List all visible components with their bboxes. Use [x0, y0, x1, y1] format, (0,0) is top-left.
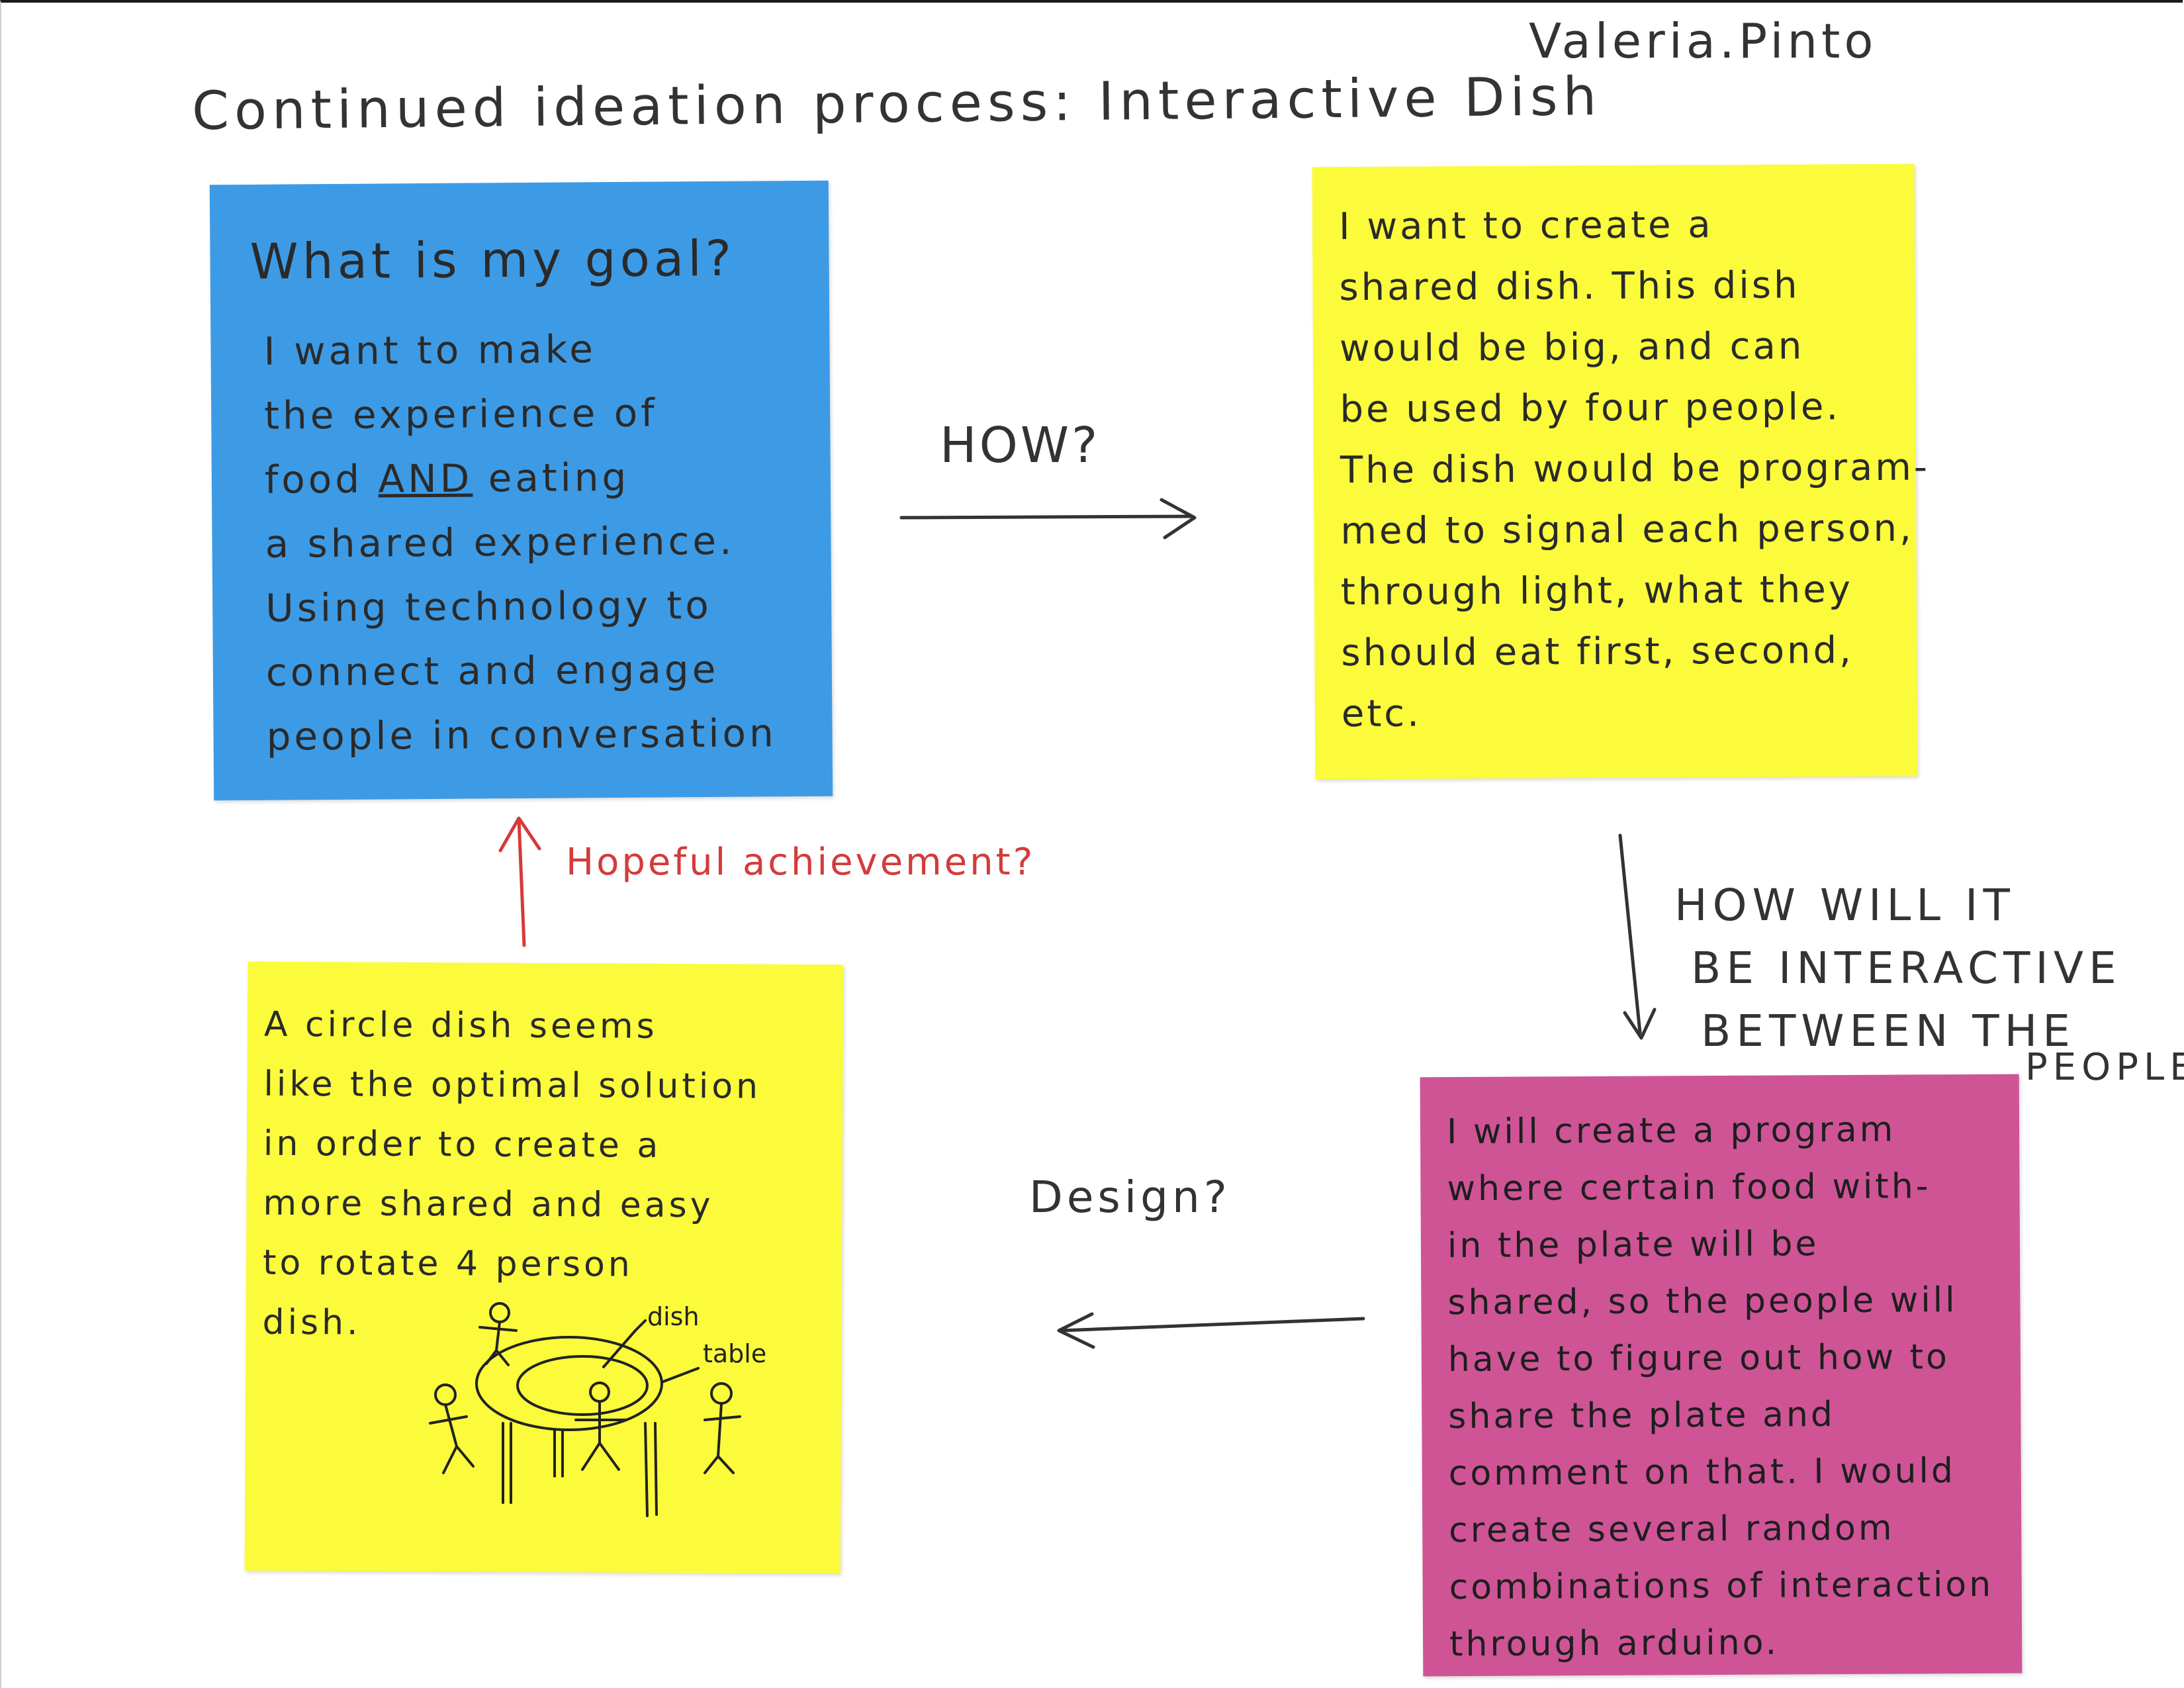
- how-will-label: HOW WILL IT BE INTERACTIVE BETWEEN THE P…: [1674, 874, 2184, 1099]
- how-will-line: HOW WILL IT: [1674, 880, 2015, 931]
- how-will-line: BETWEEN THE: [1701, 1006, 2075, 1056]
- how-will-line: BE INTERACTIVE: [1691, 943, 2122, 994]
- arrow-down-icon: [1618, 833, 1657, 1040]
- author-name: Valeria.Pinto: [1529, 13, 1878, 69]
- hopeful-label: Hopeful achievement?: [566, 841, 1036, 884]
- how-will-line: PEOPLE?: [2025, 1046, 2184, 1089]
- dish-table-sketch: [429, 1302, 741, 1517]
- arrow-up-icon: [498, 816, 541, 947]
- design-label: Design?: [1029, 1172, 1231, 1223]
- sketch-label-table: table: [703, 1339, 766, 1368]
- how-label: HOW?: [940, 417, 1101, 474]
- arrow-left-icon: [1057, 1312, 1365, 1349]
- sketch-label-dish: dish: [647, 1302, 700, 1331]
- arrow-right-icon: [899, 498, 1197, 539]
